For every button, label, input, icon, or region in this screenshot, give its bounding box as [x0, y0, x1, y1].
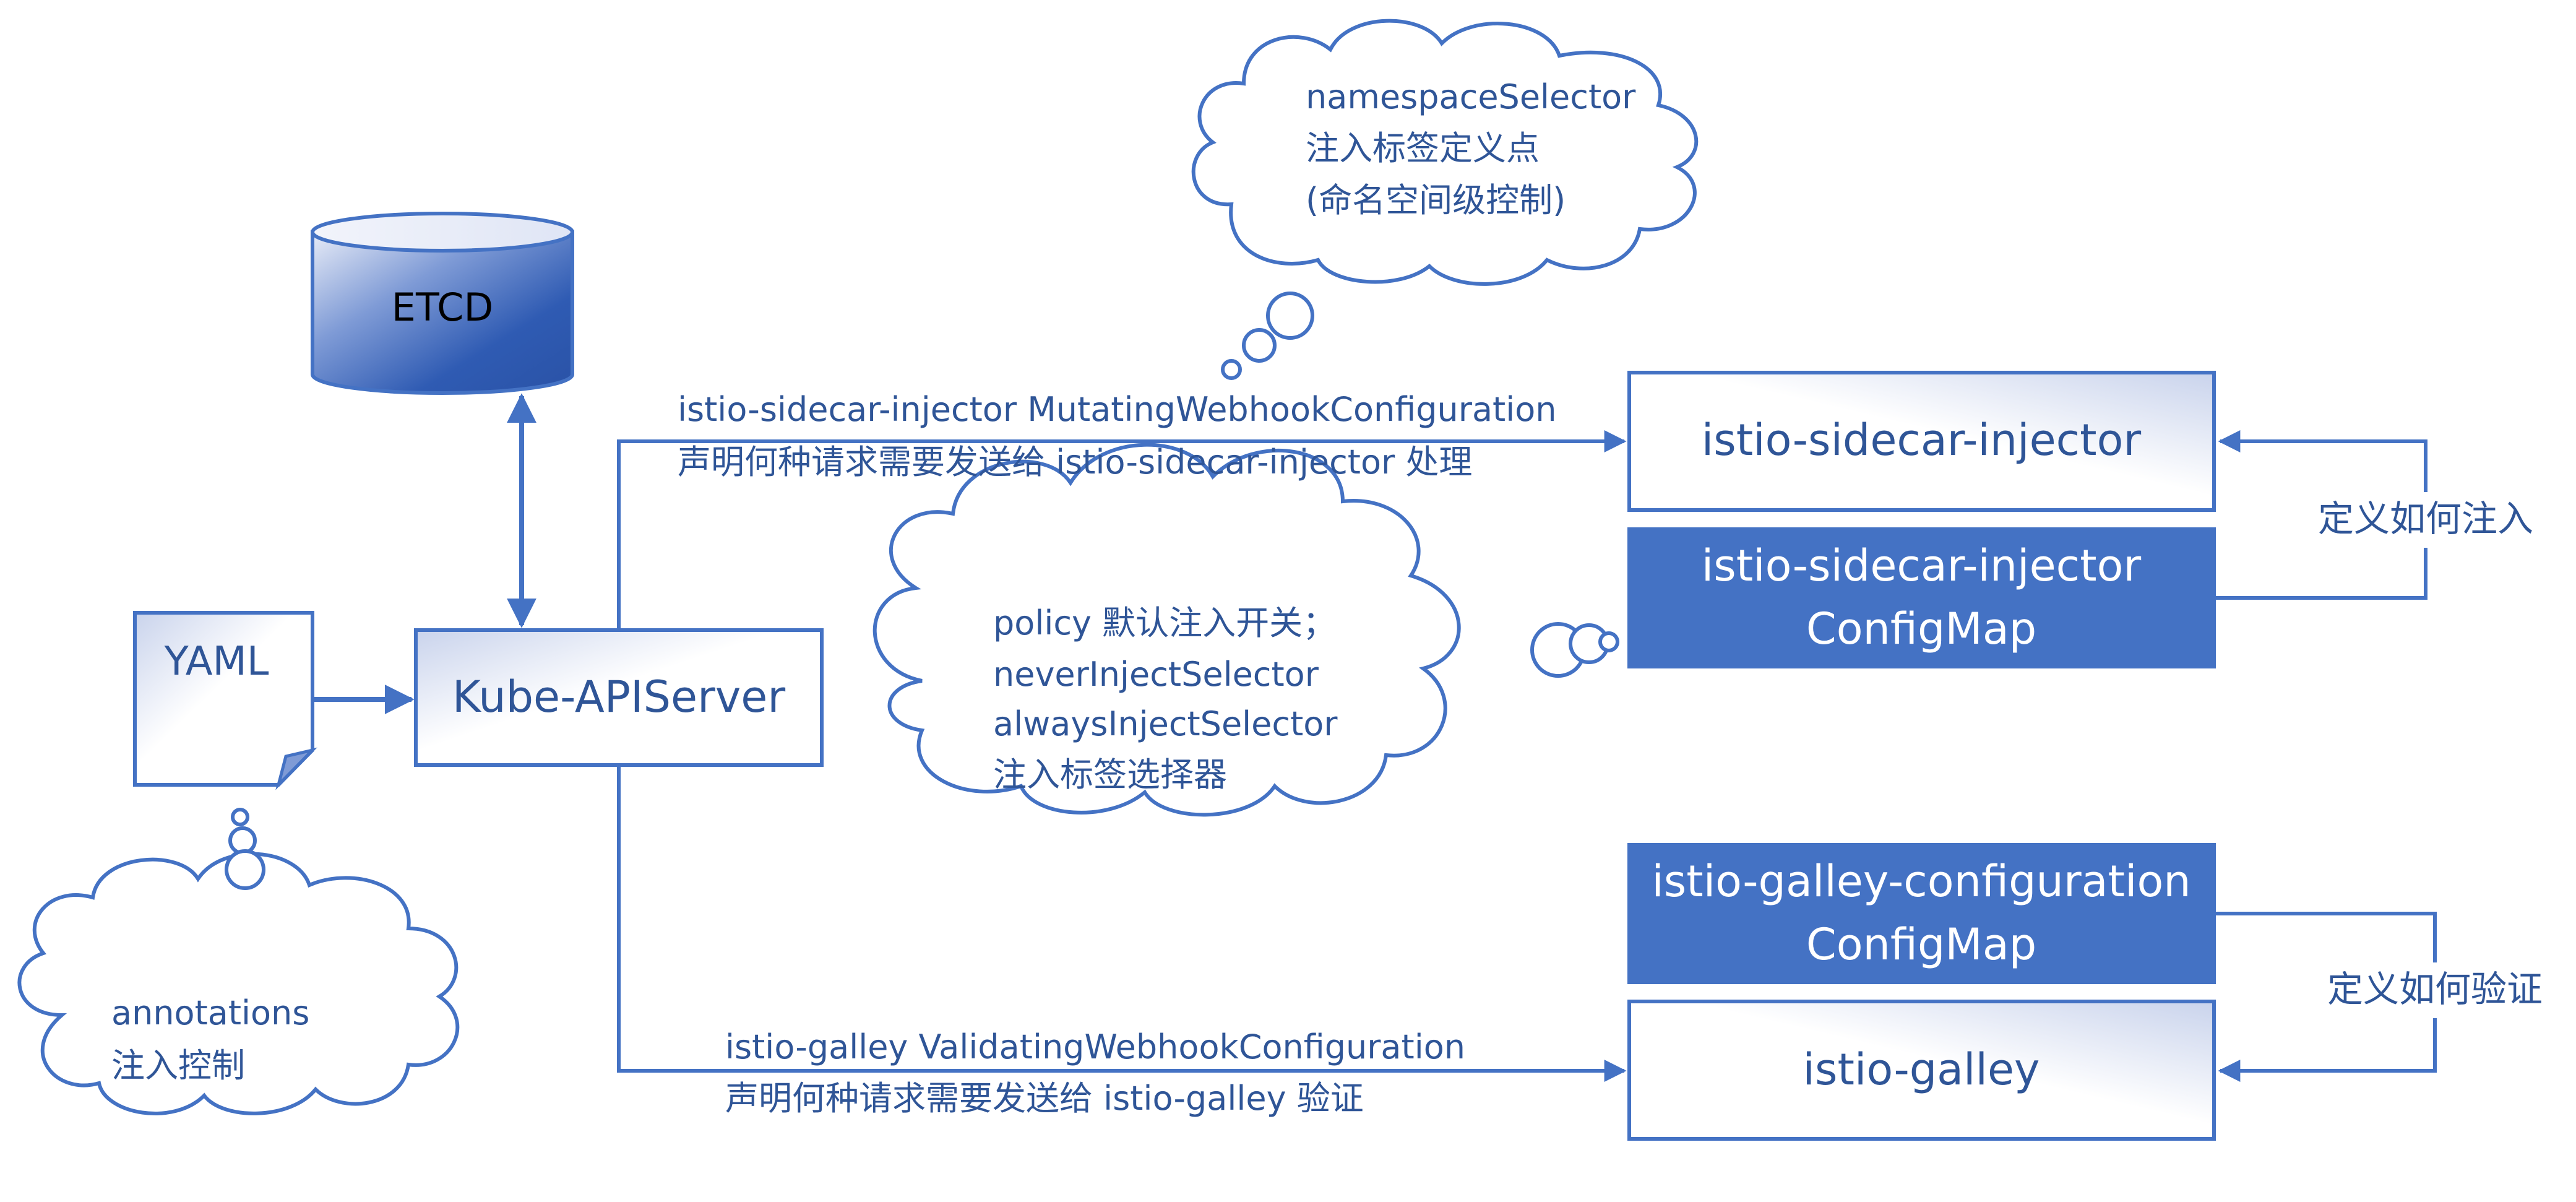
- policy-cloud-line1: policy 默认注入开关；: [993, 603, 1336, 642]
- mutating-webhook-arrow: [617, 430, 1627, 630]
- define-validate-label: 定义如何验证: [2327, 968, 2543, 1010]
- etcd-label: ETCD: [392, 285, 493, 330]
- policy-cloud-line3: alwaysInjectSelector: [993, 704, 1338, 743]
- annotations-cloud: annotations 注入控制: [17, 808, 460, 1115]
- define-inject-label-bg: [2290, 492, 2562, 548]
- yaml-label: YAML: [164, 639, 269, 685]
- sidecar-configmap-line2: ConfigMap: [1806, 603, 2036, 654]
- mutating-label-line1: istio-sidecar-injector MutatingWebhookCo…: [678, 390, 1556, 429]
- validating-label-line2: 声明何种请求需要发送给 istio-galley 验证: [725, 1079, 1364, 1118]
- mutating-label-line2: 声明何种请求需要发送给 istio-sidecar-injector 处理: [678, 443, 1472, 482]
- galley-configmap-box: istio-galley-configuration ConfigMap: [1627, 843, 2216, 984]
- galley-label: istio-galley: [1803, 1044, 2040, 1095]
- namespace-cloud-line3: (命名空间级控制): [1306, 181, 1566, 220]
- policy-cloud-line4: 注入标签选择器: [993, 755, 1227, 794]
- define-validate-label-bg: [2299, 962, 2571, 1018]
- apiserver-label: Kube-APIServer: [452, 672, 786, 722]
- namespace-cloud-line2: 注入标签定义点: [1306, 129, 1540, 168]
- yaml-document: YAML: [133, 611, 317, 790]
- validating-label-line1: istio-galley ValidatingWebhookConfigurat…: [725, 1027, 1465, 1066]
- annotations-cloud-line2: 注入控制: [111, 1046, 245, 1085]
- etcd-cylinder: ETCD: [311, 212, 574, 395]
- sidecar-injector-label: istio-sidecar-injector: [1702, 415, 2142, 465]
- galley-configmap-line2: ConfigMap: [1806, 919, 2036, 970]
- policy-cloud-line2: neverInjectSelector: [993, 655, 1319, 694]
- sidecar-injector-box: istio-sidecar-injector: [1627, 371, 2216, 512]
- galley-box: istio-galley: [1627, 1000, 2216, 1141]
- annotations-cloud-line1: annotations: [111, 993, 309, 1032]
- kube-apiserver-box: Kube-APIServer: [414, 628, 824, 767]
- validating-webhook-arrow: [617, 765, 1627, 1082]
- galley-configmap-line1: istio-galley-configuration: [1652, 856, 2190, 907]
- sidecar-injector-configmap-box: istio-sidecar-injector ConfigMap: [1627, 527, 2216, 668]
- policy-cloud: policy 默认注入开关； neverInjectSelector alway…: [872, 443, 1619, 817]
- sidecar-configmap-line1: istio-sidecar-injector: [1702, 540, 2142, 591]
- namespace-selector-cloud: namespaceSelector 注入标签定义点 (命名空间级控制): [1191, 19, 1699, 380]
- namespace-cloud-line1: namespaceSelector: [1306, 77, 1636, 116]
- define-inject-label: 定义如何注入: [2318, 498, 2533, 540]
